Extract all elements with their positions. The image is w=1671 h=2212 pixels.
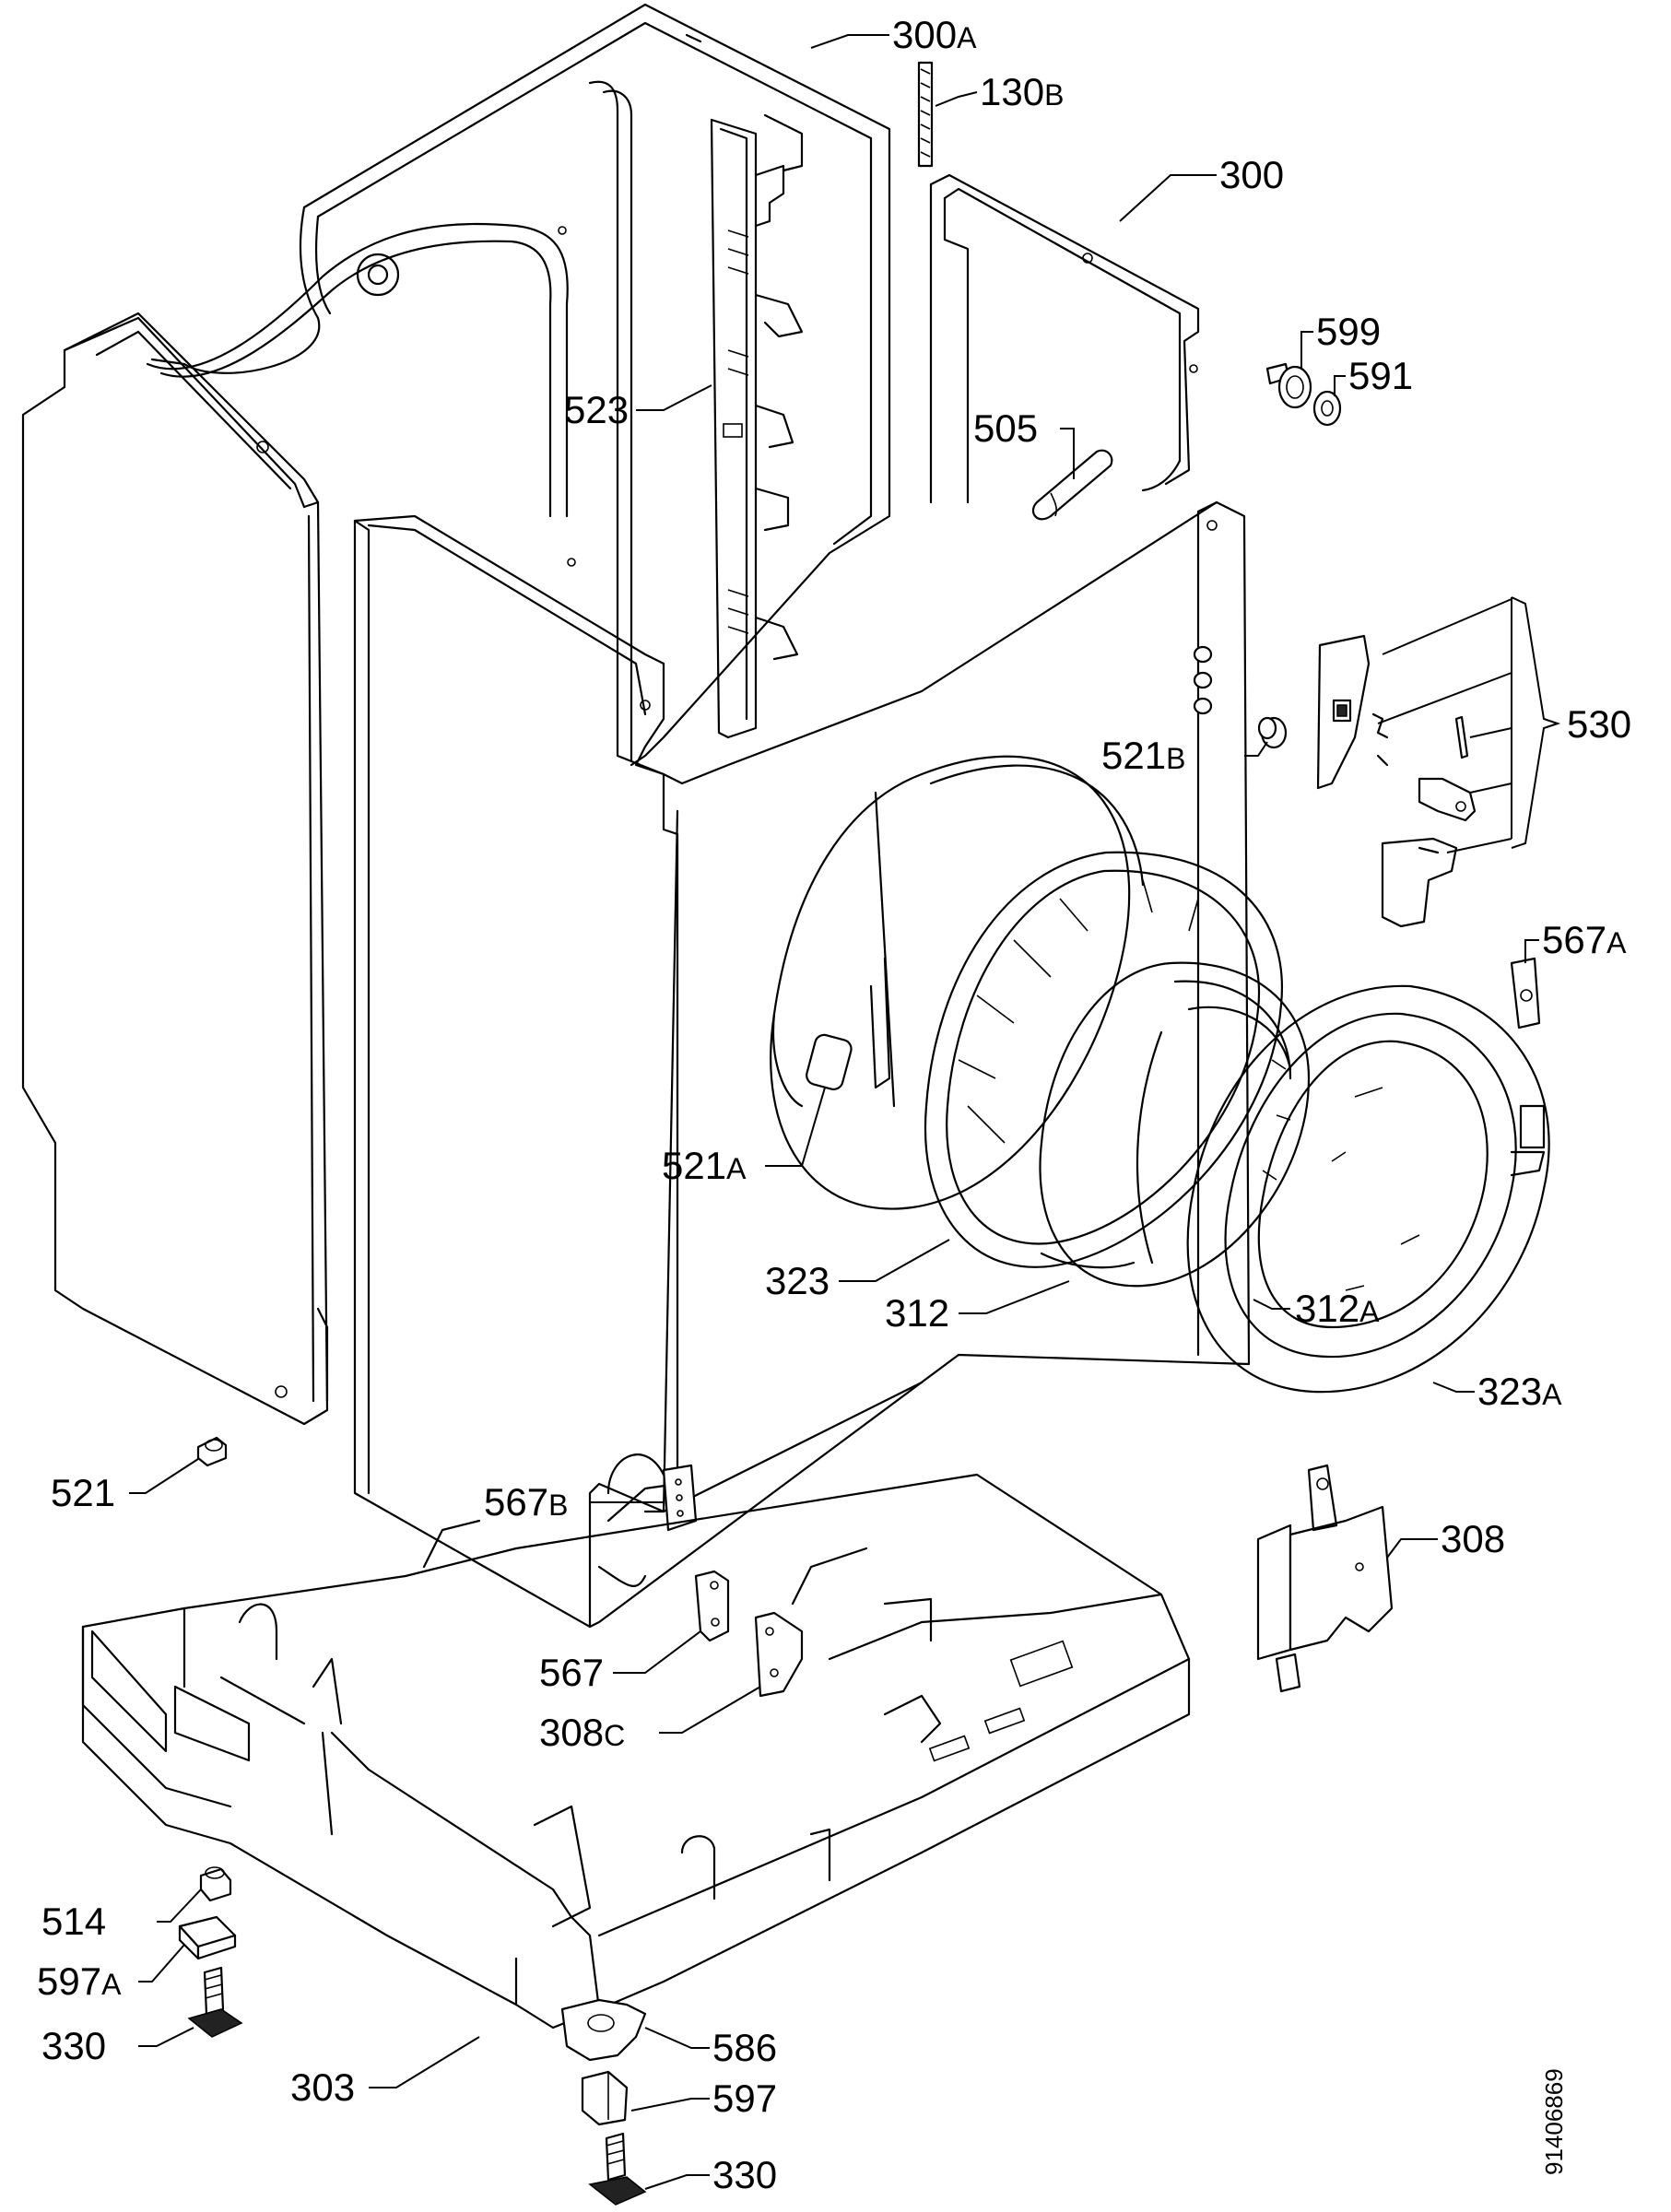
callout-567b: 567B	[484, 1480, 568, 1524]
nut-597a	[178, 1915, 237, 1960]
front-door-opening	[770, 755, 1145, 1210]
rail-523	[710, 118, 804, 739]
bracket-308c	[754, 1611, 804, 1698]
top-frame-300	[929, 173, 1200, 504]
callout-312a: 312A	[1295, 1287, 1380, 1330]
callout-530: 530	[1567, 702, 1631, 746]
door-inner-ring-312	[1039, 961, 1311, 1288]
plate-567b	[662, 1464, 698, 1532]
left-side-panel	[21, 312, 329, 1426]
callout-523: 523	[564, 388, 629, 431]
door-frame-323	[924, 851, 1284, 1269]
foot-514	[199, 1866, 232, 1902]
callout-323: 323	[765, 1259, 830, 1302]
base-frame-303	[81, 1473, 1191, 2030]
callout-labels: 300A 130B 300 599 591 523 505 530 521B 5…	[37, 13, 1631, 2196]
door-ring-323a	[1186, 984, 1550, 1394]
callout-521b: 521B	[1101, 734, 1185, 777]
callout-330-left: 330	[41, 2024, 106, 2067]
callout-591: 591	[1348, 354, 1413, 397]
foot-586	[560, 1998, 647, 2062]
bracket-567	[694, 1570, 730, 1642]
callout-330-bottom: 330	[712, 2153, 777, 2196]
front-cabinet	[353, 500, 1251, 1629]
callout-505: 505	[973, 406, 1038, 450]
callout-300a: 300A	[892, 13, 977, 56]
plate-567a	[1510, 957, 1541, 1030]
callout-567: 567	[539, 1651, 604, 1694]
callout-323a: 323A	[1477, 1370, 1562, 1413]
strip-130b	[917, 61, 934, 168]
callout-308c: 308C	[539, 1711, 625, 1754]
callout-521a: 521A	[662, 1144, 747, 1187]
door-lock-530	[1316, 634, 1477, 928]
screw-330-left	[187, 1966, 243, 2038]
document-number: 91406869	[1540, 2068, 1568, 2175]
washer-591	[1312, 390, 1342, 427]
leader-lines	[129, 34, 1561, 2190]
grommet-521	[196, 1436, 228, 1467]
callout-586: 586	[712, 2026, 777, 2069]
hinge-308	[1256, 1464, 1394, 1693]
callout-521: 521	[51, 1471, 115, 1514]
callout-514: 514	[41, 1900, 106, 1943]
nut-597	[581, 2070, 629, 2126]
callout-597a: 597A	[37, 1959, 122, 2003]
callout-130b: 130B	[980, 70, 1064, 113]
callout-300: 300	[1219, 153, 1284, 196]
callout-312: 312	[885, 1291, 949, 1335]
grommet-521b	[1257, 716, 1288, 749]
screw-330-bottom	[588, 2132, 647, 2206]
rod-505	[1031, 449, 1113, 521]
callout-597: 597	[712, 2077, 777, 2120]
callout-303: 303	[290, 2065, 355, 2109]
rear-panel-300a	[146, 3, 891, 776]
screw-599	[1265, 362, 1312, 409]
callout-567a: 567A	[1542, 918, 1627, 961]
callout-308: 308	[1441, 1517, 1505, 1560]
callout-599: 599	[1316, 310, 1381, 353]
